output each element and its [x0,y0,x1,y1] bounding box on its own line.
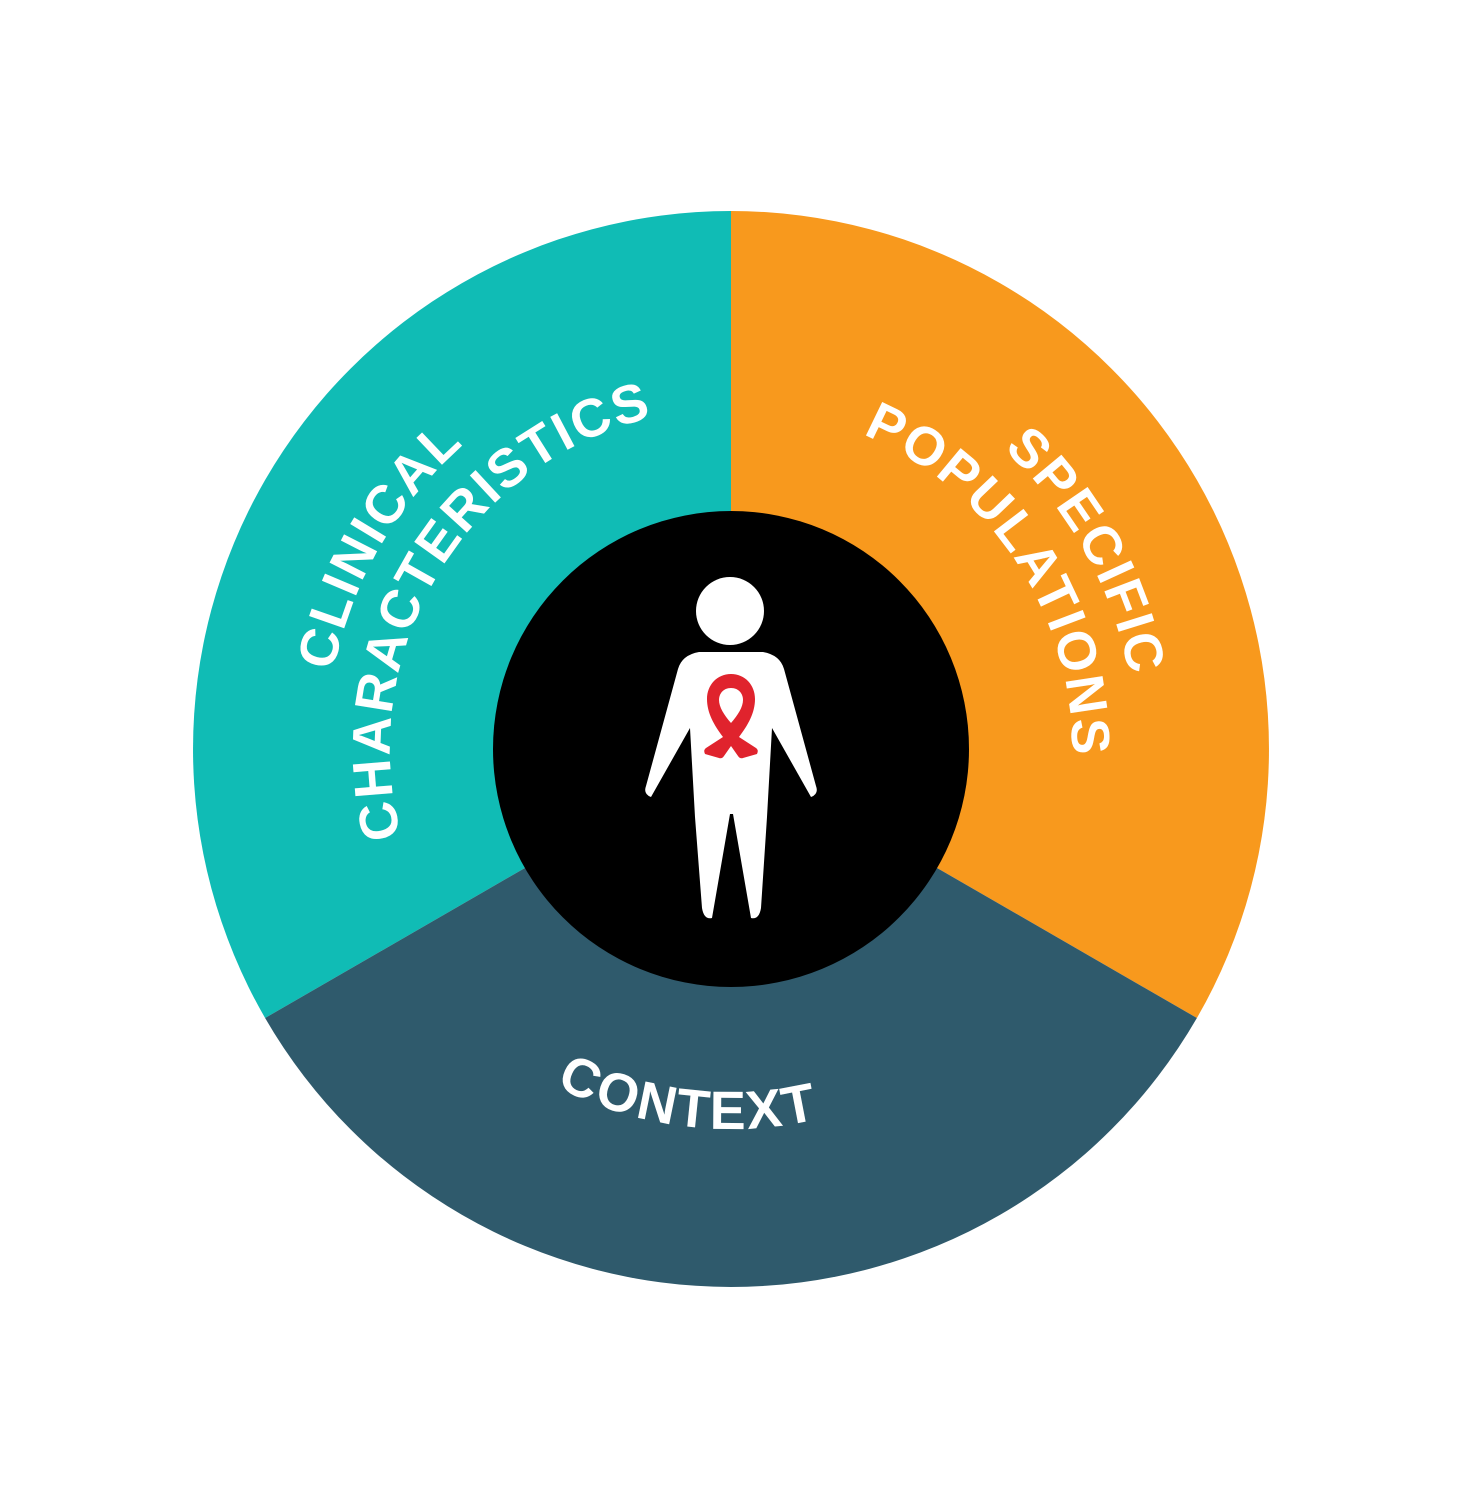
red-awareness-ribbon-icon [704,674,758,759]
person-head [696,577,764,645]
person-with-ribbon-icon [645,577,817,919]
person-body [645,652,817,919]
segment-context [265,749,1197,1287]
